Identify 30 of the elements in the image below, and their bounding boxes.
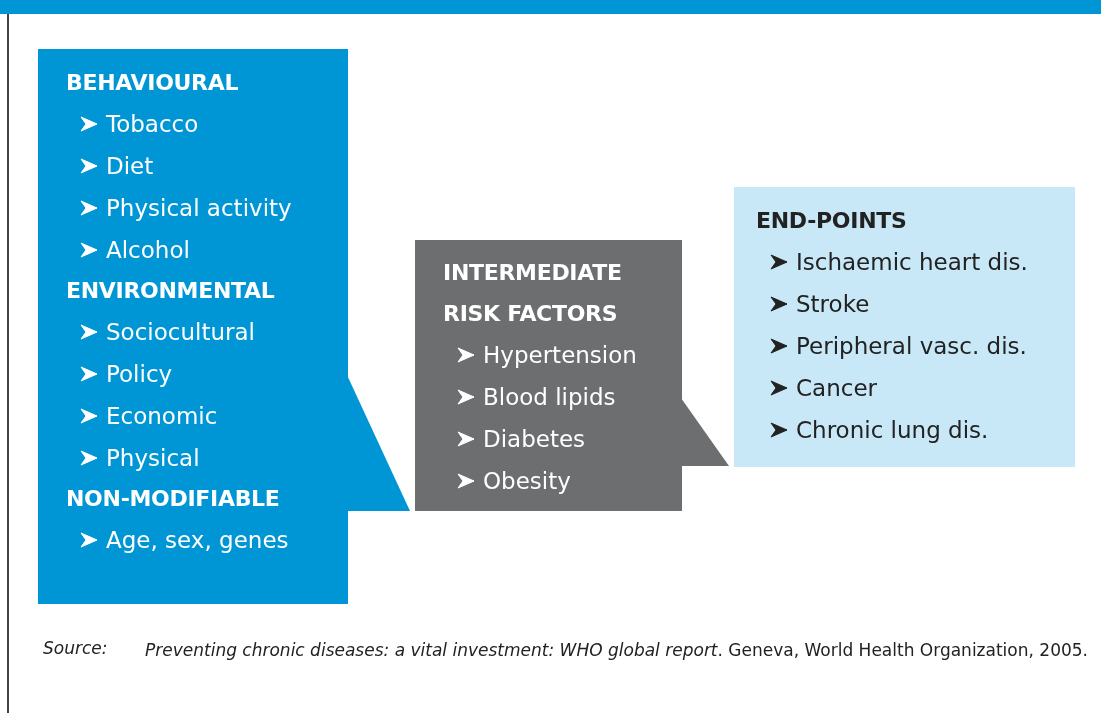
list-item: Age, sex, genes xyxy=(106,526,289,555)
list-item: Stroke xyxy=(796,290,870,319)
list-item: Chronic lung dis. xyxy=(796,416,989,445)
intermediate-risk-box xyxy=(415,240,682,511)
list-item: Economic xyxy=(106,402,218,431)
category-heading: ENVIRONMENTAL xyxy=(66,277,276,305)
behavioural-risk-box xyxy=(38,49,348,604)
list-item: Physical activity xyxy=(106,194,292,223)
list-item: Diet xyxy=(106,152,154,181)
list-item: Policy xyxy=(106,360,173,389)
list-item: Hypertension xyxy=(483,341,637,370)
category-heading: INTERMEDIATE RISK FACTORS xyxy=(443,259,623,328)
list-item: Blood lipids xyxy=(483,383,616,412)
list-item: Diabetes xyxy=(483,425,586,454)
source-label: Source: xyxy=(43,638,108,658)
list-item: Alcohol xyxy=(106,236,190,265)
list-item: Obesity xyxy=(483,467,571,496)
category-heading: BEHAVIOURAL xyxy=(66,69,240,97)
list-item: Peripheral vasc. dis. xyxy=(796,332,1027,361)
list-item: Ischaemic heart dis. xyxy=(796,248,1028,277)
speech-pointer xyxy=(347,375,410,511)
list-item: Sociocultural xyxy=(106,318,255,347)
speech-pointer xyxy=(681,398,729,466)
list-item: Cancer xyxy=(796,374,877,403)
category-heading: NON-MODIFIABLE xyxy=(66,485,281,513)
category-heading: END-POINTS xyxy=(756,207,908,235)
source-citation: Preventing chronic diseases: a vital investment: WHO global report. Geneva, World Health Organization, 2005. xyxy=(145,639,1089,662)
end-points-box xyxy=(734,187,1075,467)
list-item: Physical xyxy=(106,444,200,473)
list-item: Tobacco xyxy=(106,110,199,139)
